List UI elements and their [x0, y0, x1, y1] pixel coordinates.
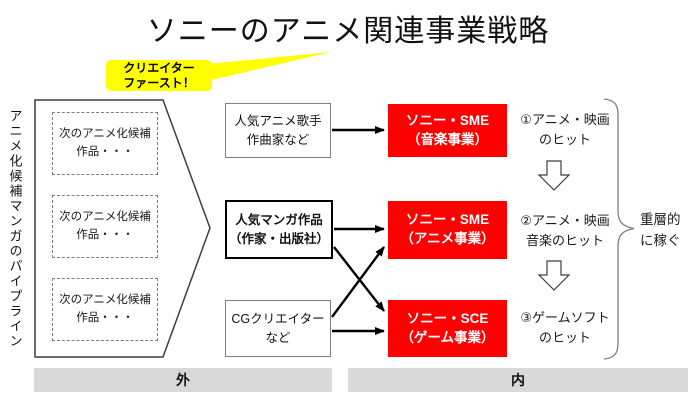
business-box-music: ソニー・SME （音楽事業） — [388, 104, 507, 157]
outcome-1: ①アニメ・映画 のヒット — [520, 112, 610, 147]
page-title: ソニーのアニメ関連事業戦略 — [146, 15, 550, 48]
source-box-cg: CGクリエイター など — [225, 300, 331, 357]
down-block-arrow-1 — [537, 160, 571, 191]
footer-bar-inside: 内 — [348, 368, 688, 392]
candidate-box-2: 次のアニメ化候補 作品・・・ — [52, 195, 158, 258]
candidate-box-3: 次のアニメ化候補 作品・・・ — [52, 278, 158, 341]
down-block-arrow-2 — [537, 260, 571, 291]
footer-bar-outside: 外 — [34, 368, 332, 392]
outcome-3: ③ゲームソフト のヒット — [520, 310, 610, 345]
source-box-singers: 人気アニメ歌手 作曲家など — [225, 103, 331, 158]
creator-first-callout: クリエイター ファースト！ — [106, 60, 212, 91]
callout-tail — [207, 52, 331, 81]
arrow-cg-to-anime — [331, 246, 385, 318]
outcome-2: ②アニメ・映画 音楽のヒット — [520, 213, 610, 248]
brace-label: 重層的 に稼ぐ — [640, 212, 681, 248]
source-box-manga: 人気マンガ作品 （作家・出版社） — [225, 200, 333, 259]
pipeline-vertical-label: アニメ化候補マンガのパイプライン — [7, 108, 23, 349]
business-box-game: ソニー・SCE （ゲーム事業） — [388, 300, 507, 357]
curly-brace — [603, 98, 635, 360]
business-box-anime: ソニー・SME （アニメ事業） — [388, 201, 507, 259]
candidate-box-1: 次のアニメ化候補 作品・・・ — [52, 112, 158, 175]
